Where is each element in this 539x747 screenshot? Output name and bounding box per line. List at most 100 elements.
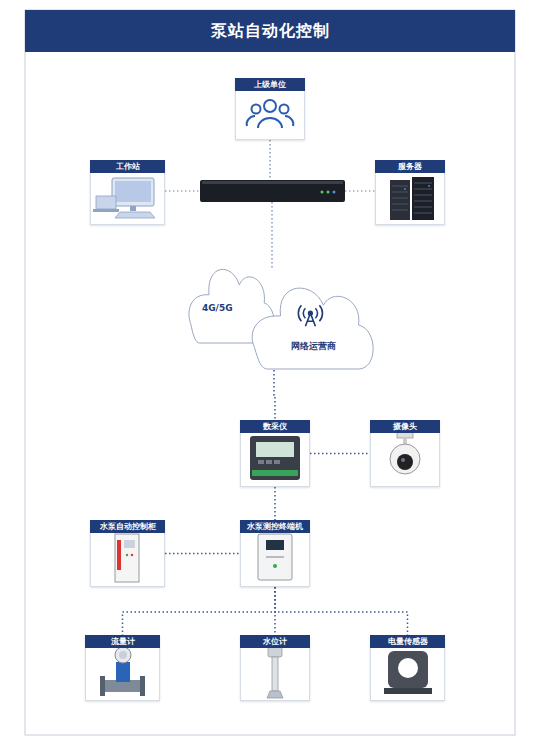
terminal-icon: [258, 534, 292, 580]
terminal-icon: [266, 540, 284, 550]
router-device: [202, 181, 343, 184]
server-icon: [412, 177, 434, 220]
workstation-icon: [130, 206, 136, 211]
antenna-symbol: [319, 305, 322, 321]
people-icon: [280, 105, 289, 114]
connector: [123, 587, 276, 635]
server-icon: [390, 177, 434, 220]
level-gauge-icon: [267, 691, 283, 698]
device-card: 摄像头: [370, 420, 440, 487]
antenna-symbol: [298, 305, 301, 321]
antenna-symbol: [298, 305, 322, 326]
flowmeter-icon: [116, 662, 130, 682]
device-card: 电量传感器: [370, 635, 445, 701]
cloud-label: 网络运营商: [261, 341, 365, 352]
control-cabinet-icon: [115, 534, 139, 582]
router-device: [327, 191, 330, 194]
camera-icon: [390, 432, 420, 474]
people-icon: [247, 100, 294, 128]
cloud-outline: [248, 280, 378, 370]
device-card: 服务器: [375, 160, 445, 225]
data-logger-icon: [258, 460, 264, 464]
connector: [274, 487, 276, 520]
terminal-icon: [258, 534, 292, 580]
server-icon: [414, 183, 432, 184]
connector: [274, 370, 275, 420]
camera-icon: [401, 458, 405, 462]
connector: [310, 453, 370, 455]
card-header: 摄像头: [370, 420, 440, 433]
card-header: 流量计: [85, 635, 160, 648]
connector: [165, 553, 240, 555]
server-icon: [414, 195, 432, 196]
device-card: 上级单位: [235, 78, 305, 140]
card-header: 上级单位: [235, 78, 305, 91]
flowmeter-icon: [140, 676, 145, 696]
server-icon: [414, 207, 432, 208]
device-card: 工作站: [90, 160, 165, 225]
current-sensor-icon: [398, 658, 418, 678]
card-header: 数采仪: [240, 420, 310, 433]
cloud-label: 4G/5G: [190, 303, 245, 314]
wire: [271, 202, 272, 270]
router-device: [333, 191, 336, 194]
current-sensor-icon: [384, 651, 432, 694]
antenna-symbol: [315, 308, 317, 318]
people-icon: [285, 116, 293, 126]
terminal-icon: [266, 556, 284, 558]
flowmeter-icon: [119, 651, 127, 659]
workstation-icon: [115, 181, 151, 202]
server-icon: [392, 204, 408, 205]
current-sensor-icon: [388, 651, 428, 688]
workstation-icon: [115, 212, 155, 218]
card-header: 水位计: [240, 635, 310, 648]
flowmeter-icon: [100, 647, 145, 696]
server-icon: [414, 213, 432, 214]
antenna-symbol: [303, 308, 305, 318]
flowmeter-icon: [100, 676, 105, 696]
device-card: 水位计: [240, 635, 310, 701]
control-cabinet-icon: [126, 554, 128, 556]
wire: [269, 140, 270, 180]
wire: [345, 190, 375, 191]
people-icon: [247, 116, 255, 126]
data-logger-icon: [256, 442, 294, 457]
data-logger-icon: [250, 436, 300, 480]
current-sensor-icon: [384, 688, 432, 694]
workstation-icon: [96, 196, 116, 209]
card-header: 电量传感器: [370, 635, 445, 648]
connector: [275, 587, 408, 635]
outer-frame: [25, 10, 515, 735]
title-text: 泵站自动化控制: [211, 21, 330, 40]
server-icon: [404, 188, 406, 190]
card-header: 工作站: [90, 160, 165, 173]
card-header: 服务器: [375, 160, 445, 173]
people-icon: [264, 100, 276, 112]
flowmeter-icon: [115, 647, 131, 663]
server-icon: [392, 198, 408, 199]
server-icon: [392, 186, 408, 187]
people-icon: [258, 118, 282, 128]
title-band: 泵站自动化控制: [25, 10, 515, 52]
router-device: [200, 180, 345, 202]
antenna-symbol: [309, 311, 313, 315]
device-card: 流量计: [85, 635, 160, 701]
server-icon: [392, 183, 432, 213]
people-icon: [252, 105, 261, 114]
device-card: 水泵自动控制柜: [90, 520, 165, 587]
cloud-shape: [252, 288, 373, 369]
data-logger-icon: [274, 460, 280, 464]
control-cabinet-icon: [115, 534, 139, 582]
terminal-icon: [273, 564, 277, 568]
card-header: 水泵自动控制柜: [90, 520, 165, 533]
workstation-icon: [93, 209, 119, 212]
server-icon: [392, 210, 408, 211]
data-logger-icon: [252, 470, 298, 476]
level-gauge-icon: [267, 646, 283, 698]
data-logger-icon: [266, 460, 272, 464]
wire: [165, 140, 375, 270]
network-cloud: 网络运营商: [248, 280, 378, 370]
workstation-icon: [93, 178, 155, 218]
camera-icon: [403, 438, 407, 444]
